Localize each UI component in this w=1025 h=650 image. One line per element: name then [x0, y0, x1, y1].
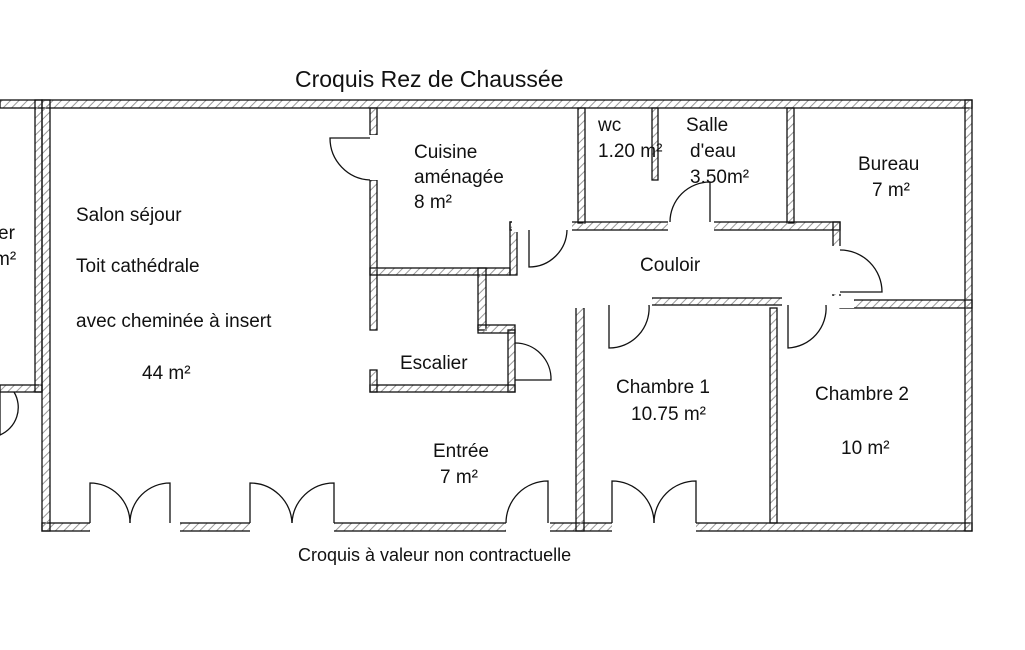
wall	[369, 267, 511, 276]
door-swing-icon	[329, 137, 371, 181]
door-swing-icon	[839, 249, 883, 293]
plan-title: Croquis Rez de Chaussée	[295, 66, 563, 92]
wall	[34, 99, 43, 393]
salle-eau-name2: d'eau	[690, 141, 736, 162]
salle-eau-name: Salle	[686, 115, 728, 136]
left-room-area: m²	[0, 249, 16, 270]
wall	[41, 99, 51, 532]
door-opening	[612, 521, 696, 533]
wall	[964, 99, 973, 532]
cuisine-name2: aménagée	[414, 167, 504, 188]
wall	[839, 299, 973, 309]
door-swing-icon	[291, 482, 335, 524]
wall	[369, 179, 378, 331]
door-swing-icon	[787, 304, 827, 349]
wall	[575, 304, 585, 532]
door-swing-icon	[89, 482, 131, 524]
cuisine-area: 8 m²	[414, 192, 452, 213]
cuisine-name: Cuisine	[414, 142, 477, 163]
door-opening	[368, 135, 379, 180]
chambre1-name: Chambre 1	[616, 377, 710, 398]
couloir-name: Couloir	[640, 255, 701, 276]
salon-roof: Toit cathédrale	[76, 256, 200, 277]
wc-area: 1.20 m²	[598, 141, 662, 162]
entree-area: 7 m²	[440, 467, 478, 488]
wall	[477, 324, 516, 334]
door-swing-icon	[608, 304, 650, 349]
door-swing-icon	[129, 482, 171, 524]
door-opening	[572, 296, 652, 308]
wall	[786, 107, 795, 224]
walls	[0, 99, 973, 533]
salon-name: Salon séjour	[76, 205, 182, 226]
door-swing-icon	[0, 391, 19, 436]
door-swing-icon	[669, 181, 711, 223]
wall	[577, 107, 586, 224]
wall	[369, 384, 516, 393]
bureau-area: 7 m²	[872, 180, 910, 201]
wall	[769, 307, 778, 524]
door-opening	[512, 220, 572, 232]
doors	[0, 137, 883, 524]
door-swing-icon	[653, 480, 697, 524]
escalier-name: Escalier	[400, 353, 468, 374]
door-swing-icon	[528, 229, 568, 268]
wall	[507, 329, 516, 393]
door-opening	[90, 521, 180, 533]
door-swing-icon	[514, 342, 552, 381]
chambre1-area: 10.75 m²	[631, 404, 706, 425]
entree-name: Entrée	[433, 441, 489, 462]
wall	[651, 107, 659, 181]
salon-area: 44 m²	[142, 363, 191, 384]
chambre2-name: Chambre 2	[815, 384, 909, 405]
chambre2-area: 10 m²	[841, 438, 890, 459]
salle-eau-area: 3.50m²	[690, 167, 749, 188]
salon-fireplace: avec cheminée à insert	[76, 311, 272, 332]
wall	[369, 107, 378, 136]
door-opening	[668, 220, 714, 232]
bureau-name: Bureau	[858, 154, 919, 175]
door-swing-icon	[611, 480, 655, 524]
wall	[369, 369, 378, 393]
door-opening	[782, 296, 854, 308]
door-opening	[250, 521, 334, 533]
door-opening	[831, 246, 842, 294]
wc-name: wc	[597, 115, 621, 136]
door-swing-icon	[505, 480, 549, 524]
wall	[0, 99, 973, 109]
left-room-label: er	[0, 223, 16, 244]
door-opening	[506, 521, 550, 533]
wall	[477, 267, 487, 331]
door-swing-icon	[249, 482, 293, 524]
plan-footer: Croquis à valeur non contractuelle	[298, 545, 571, 565]
